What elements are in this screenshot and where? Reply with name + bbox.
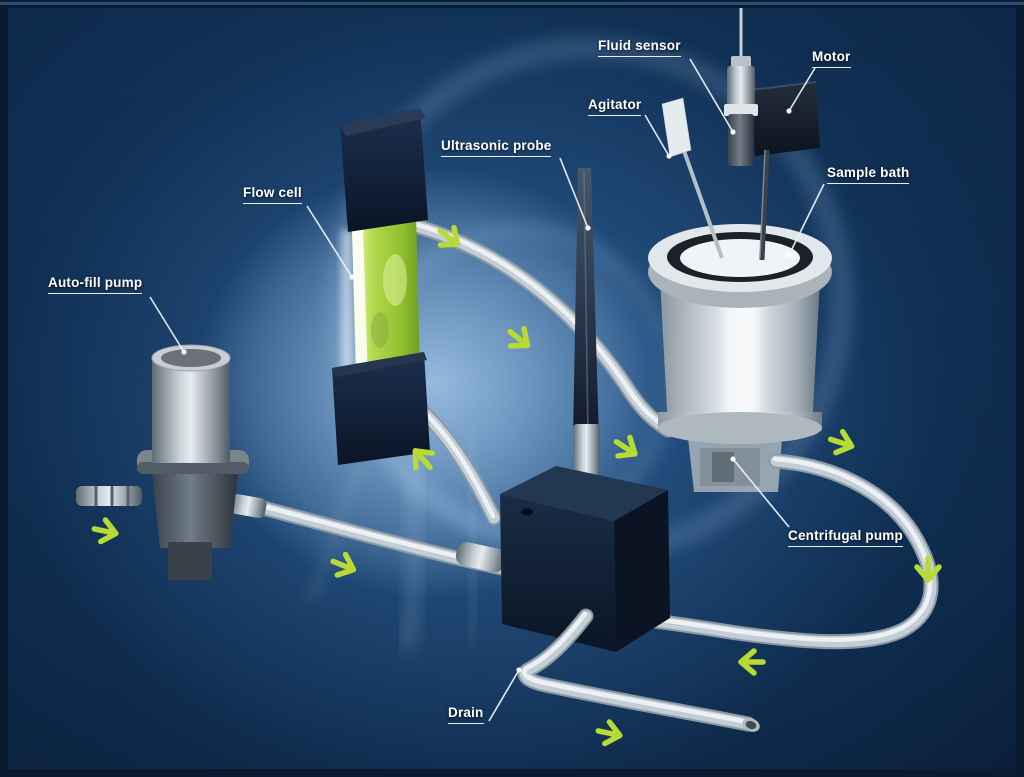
flow-direction-arrow-icon — [596, 720, 622, 746]
label-centrifugal-pump: Centrifugal pump — [788, 528, 903, 547]
agitator-device — [661, 97, 724, 259]
label-fluid-sensor: Fluid sensor — [598, 38, 681, 57]
label-drain: Drain — [448, 705, 484, 724]
centrifugal-pump-device — [688, 438, 782, 492]
label-agitator: Agitator — [588, 97, 642, 116]
label-centrifugal-pump-text: Centrifugal pump — [788, 528, 903, 543]
label-agitator-text: Agitator — [588, 97, 642, 112]
ultrasonic-probe-device — [573, 168, 600, 500]
frame-top-accent — [0, 2, 1024, 5]
label-flow-cell: Flow cell — [243, 185, 302, 204]
flow-direction-arrow-icon — [503, 323, 534, 354]
label-auto-fill-pump: Auto-fill pump — [48, 275, 143, 294]
label-flow-cell-text: Flow cell — [243, 185, 302, 200]
label-auto-fill-pump-text: Auto-fill pump — [48, 275, 143, 290]
label-sample-bath: Sample bath — [827, 165, 910, 184]
sample-bath-vessel — [648, 224, 832, 444]
flow-direction-arrow-icon — [92, 518, 118, 544]
flow-direction-arrow-icon — [610, 433, 640, 463]
label-motor-text: Motor — [812, 49, 851, 64]
label-drain-text: Drain — [448, 705, 484, 720]
fluid-sensor-device — [724, 8, 758, 166]
flow-direction-arrow-icon — [827, 429, 855, 457]
label-motor: Motor — [812, 49, 851, 68]
label-ultrasonic-probe-text: Ultrasonic probe — [441, 138, 552, 153]
flow-direction-arrow-icon — [741, 651, 763, 673]
auto-fill-pump-device — [76, 344, 267, 580]
label-ultrasonic-probe: Ultrasonic probe — [441, 138, 552, 157]
label-leader-lines — [149, 58, 825, 722]
label-sample-bath-text: Sample bath — [827, 165, 910, 180]
motor-device — [750, 81, 820, 156]
equipment-illustration — [76, 8, 1016, 769]
flow-cell-device — [332, 108, 430, 465]
tube-drain — [524, 614, 760, 732]
diagram-canvas: Fluid sensor Motor Agitator Sample bath … — [8, 8, 1016, 769]
label-fluid-sensor-text: Fluid sensor — [598, 38, 681, 53]
tube-supply — [247, 502, 512, 574]
motor-shaft — [759, 149, 770, 261]
